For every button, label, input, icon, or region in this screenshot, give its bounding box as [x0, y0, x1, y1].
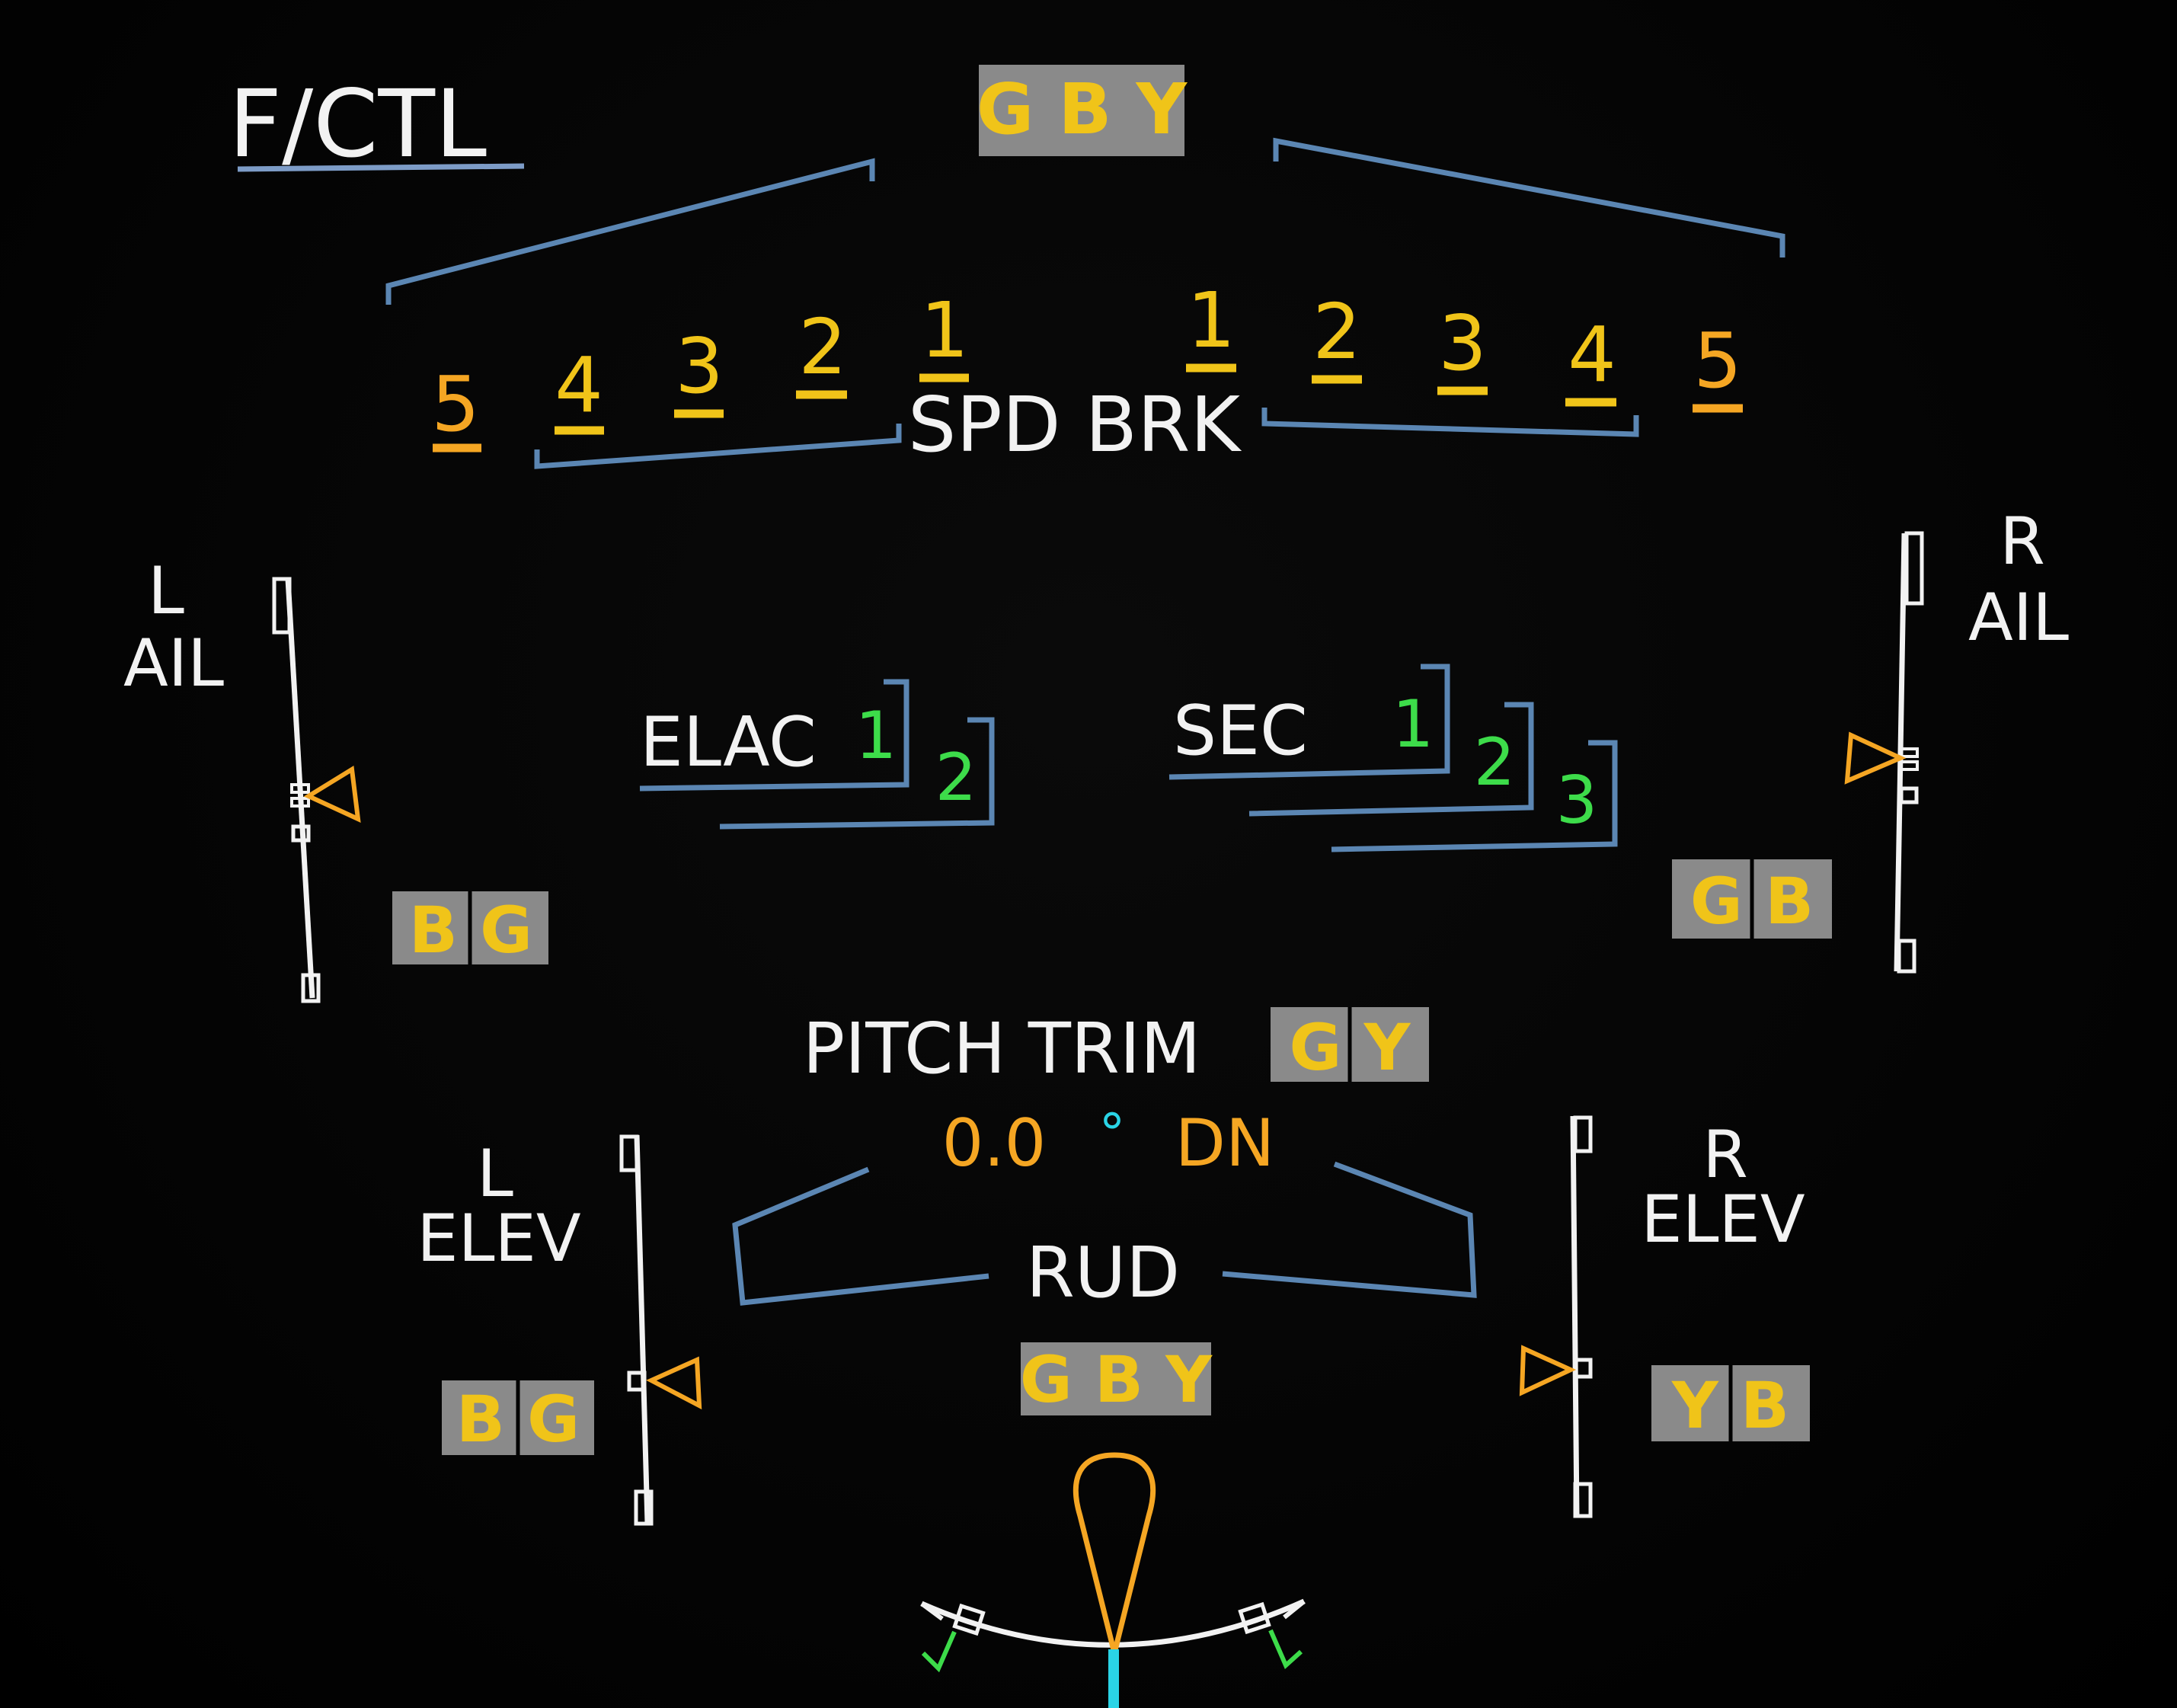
right-elevator-hyd-box: Y B — [1651, 1365, 1810, 1443]
right-elevator-pointer-icon — [1519, 1345, 1577, 1396]
pitch-trim-hyd-label: G Y — [1289, 1010, 1411, 1085]
spoiler-right-3: 3 — [1438, 299, 1487, 388]
speedbrake-label: SPD BRK — [908, 380, 1242, 469]
pitch-trim-value: 0.0 — [942, 1105, 1047, 1182]
left-aileron-side: L — [148, 553, 184, 629]
sec-2-status: 2 — [1474, 724, 1516, 801]
left-aileron-hyd-box: B G — [392, 891, 548, 968]
spoiler-upper-bracket-left — [385, 158, 875, 305]
spoiler-lower-bracket-right — [1261, 408, 1639, 437]
left-aileron-label: AIL — [123, 625, 224, 702]
elac-2-status: 2 — [935, 740, 977, 816]
sec-1-bracket — [1168, 664, 1450, 780]
spoiler-right-4: 4 — [1568, 310, 1616, 399]
elac-1-bracket — [639, 679, 909, 792]
spoiler-left-5: 5 — [431, 360, 480, 449]
pitch-trim-hyd-box: G Y — [1271, 1007, 1429, 1085]
sec-label: SEC — [1173, 691, 1308, 771]
right-aileron-pointer-icon — [1844, 731, 1907, 785]
spoiler-lower-bracket-left — [534, 424, 902, 469]
pitch-trim-degree: ° — [1099, 1102, 1126, 1165]
rudder-hyd-label: G B Y — [1020, 1342, 1213, 1417]
right-elevator-label: ELEV — [1641, 1182, 1805, 1258]
title-underline — [237, 163, 525, 172]
sec-1-status: 1 — [1392, 686, 1434, 763]
rudder-limit-left-icon — [921, 1630, 957, 1673]
rudder-bracket-left — [732, 1166, 989, 1306]
spoiler-left-4: 4 — [555, 341, 603, 430]
left-aileron-pointer-icon — [303, 766, 361, 823]
spoiler-left-2: 2 — [798, 302, 847, 392]
spoiler-right-1: 1 — [1187, 276, 1236, 365]
spoiler-left-1: 1 — [920, 286, 969, 375]
left-elevator-hyd-label: B G — [456, 1382, 580, 1457]
spoiler-left-group: 5 4 3 2 1 — [431, 286, 969, 453]
right-elevator-scale — [1570, 1115, 1593, 1518]
rudder-teardrop-icon — [1073, 1452, 1156, 1654]
right-aileron-label: AIL — [1968, 580, 2069, 656]
rudder-label: RUD — [1026, 1232, 1180, 1313]
elac-2-bracket — [719, 717, 995, 830]
right-aileron-scale — [1894, 531, 1924, 974]
spoiler-upper-bracket-right — [1273, 137, 1785, 257]
right-elevator-hyd-label: Y B — [1671, 1368, 1789, 1443]
left-elevator-side: L — [477, 1136, 513, 1212]
sec-3-bracket — [1331, 740, 1618, 852]
left-aileron-hyd-label: B G — [409, 893, 532, 968]
left-elevator-hyd-box: B G — [442, 1380, 594, 1457]
rudder-bracket-right — [1222, 1161, 1477, 1298]
rudder-hyd-box: G B Y — [1020, 1342, 1213, 1417]
spoiler-right-group: 1 2 3 4 5 — [1186, 276, 1743, 413]
page-title: F/CTL — [229, 70, 487, 178]
rudder-limit-right-icon — [1268, 1629, 1303, 1670]
sec-2-bracket — [1248, 702, 1534, 817]
right-elevator-side: R — [1702, 1117, 1748, 1193]
spoiler-right-2: 2 — [1312, 287, 1361, 376]
left-aileron-scale — [272, 577, 321, 1003]
elac-1-status: 1 — [855, 698, 897, 774]
pitch-trim-direction: DN — [1175, 1105, 1275, 1182]
spoiler-left-3: 3 — [675, 321, 724, 411]
right-aileron-hyd-box: G B — [1672, 859, 1832, 939]
elac-label: ELAC — [640, 702, 817, 782]
spoiler-hyd-box: G B Y — [977, 65, 1188, 156]
right-aileron-side: R — [2000, 504, 2045, 580]
rudder-position-indicator — [920, 1452, 1306, 1708]
spoiler-right-5: 5 — [1693, 316, 1742, 405]
right-aileron-hyd-label: G B — [1690, 864, 1814, 939]
pitch-trim-label: PITCH TRIM — [803, 1008, 1201, 1089]
sec-3-status: 3 — [1556, 763, 1598, 839]
left-elevator-pointer-icon — [646, 1356, 702, 1410]
left-elevator-label: ELEV — [417, 1201, 581, 1277]
left-elevator-scale — [619, 1134, 654, 1526]
spoiler-hyd-label: G B Y — [977, 69, 1188, 150]
